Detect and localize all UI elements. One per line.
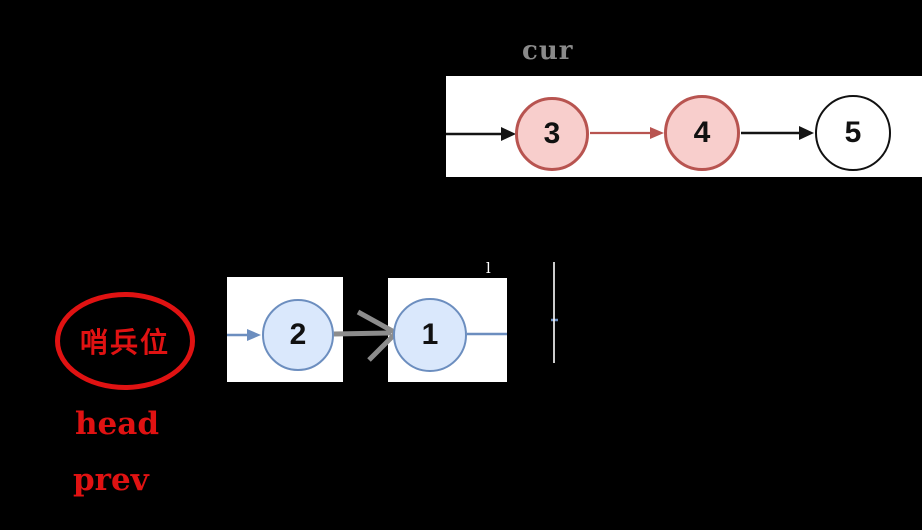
arrow-node-4-to-5 xyxy=(741,126,814,140)
gray-reversed-arrow xyxy=(333,309,401,362)
arrow-into-node-3 xyxy=(446,127,516,141)
stray-tick-mark: l xyxy=(486,259,491,277)
cur-pointer-label: cur xyxy=(522,36,574,66)
sentinel-label: 哨兵位 xyxy=(79,326,170,359)
node-3: 3 xyxy=(515,97,589,171)
sentinel-ellipse: 哨兵位 xyxy=(55,292,195,390)
prev-pointer-label: prev xyxy=(73,462,149,498)
arrow-node-3-to-4 xyxy=(590,127,664,139)
head-pointer-label: head xyxy=(75,406,160,442)
node-2: 2 xyxy=(262,299,334,371)
node-5: 5 xyxy=(815,95,891,171)
arrow-into-node-2 xyxy=(227,329,261,341)
node-4: 4 xyxy=(664,95,740,171)
node-1: 1 xyxy=(393,298,467,372)
